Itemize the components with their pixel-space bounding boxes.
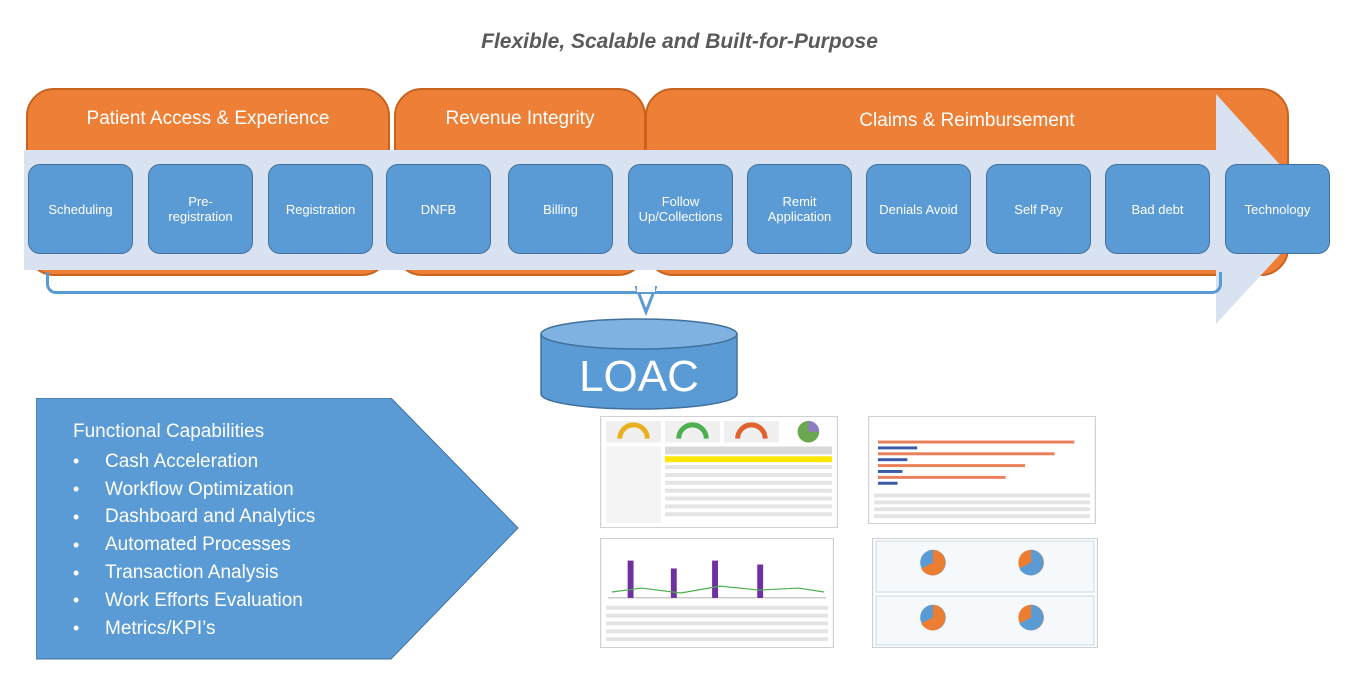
database-label: LOAC [579,352,699,401]
capability-item: • Cash Acceleration [73,448,315,476]
bullet-icon: • [73,618,80,639]
capability-label: Transaction Analysis [105,562,279,584]
step-label: DNFB [420,201,457,217]
capability-label: Metrics/KPI’s [105,617,216,639]
dashboard-thumbnail-pies [872,538,1098,648]
bullet-icon: • [73,479,80,500]
step-box: Remit Application [747,164,852,254]
step-label: Bad debt [1131,201,1184,217]
step-box: Billing [508,164,613,254]
capability-label: Cash Acceleration [105,450,259,472]
bullet-icon: • [73,562,80,583]
capability-item: • Workflow Optimization [73,476,315,504]
capability-item: • Transaction Analysis [73,559,315,587]
capability-label: Automated Processes [105,534,291,556]
step-label: Pre- registration [168,194,233,224]
dashboard-thumbnail-columns [600,538,834,648]
step-label: Billing [543,201,578,217]
step-label: Denials Avoid [879,201,958,217]
step-box: Technology [1225,164,1330,254]
bracket-pointer [634,286,658,316]
capability-item: • Metrics/KPI’s [73,615,315,643]
capability-label: Work Efforts Evaluation [105,589,303,611]
step-label: Scheduling [48,201,113,217]
steps-bracket [46,272,1222,294]
capabilities-list: • Cash Acceleration • Workflow Optimization… [73,448,315,643]
step-box: Self Pay [986,164,1091,254]
dashboard-thumbnail-gauges [600,416,838,528]
bullet-icon: • [73,590,80,611]
capability-item: • Work Efforts Evaluation [73,587,315,615]
step-box: Scheduling [28,164,133,254]
page-title: Flexible, Scalable and Built-for-Purpose [481,30,878,53]
capability-label: Dashboard and Analytics [105,506,316,528]
bullet-icon: • [73,534,80,555]
step-box: Denials Avoid [866,164,971,254]
capabilities-title: Functional Capabilities [73,421,265,442]
step-label: Remit Application [767,194,832,224]
capability-item: • Automated Processes [73,531,315,559]
capability-item: • Dashboard and Analytics [73,504,315,532]
step-label: Registration [285,201,356,217]
dashboard-thumbnail-bars [868,416,1096,524]
phase-label: Patient Access & Experience [86,108,330,129]
phase-label: Revenue Integrity [445,108,595,129]
bullet-icon: • [73,451,80,472]
step-label: Technology [1244,201,1311,217]
step-box: DNFB [386,164,491,254]
step-box: Follow Up/Collections [628,164,733,254]
database-icon [540,318,738,410]
step-box: Pre- registration [148,164,253,254]
phase-label: Claims & Reimbursement [859,110,1075,131]
bullet-icon: • [73,506,80,527]
capability-label: Workflow Optimization [105,478,294,500]
step-label: Self Pay [1014,201,1063,217]
step-box: Bad debt [1105,164,1210,254]
step-box: Registration [268,164,373,254]
capabilities-arrow [36,398,519,660]
step-label: Follow Up/Collections [638,194,723,224]
